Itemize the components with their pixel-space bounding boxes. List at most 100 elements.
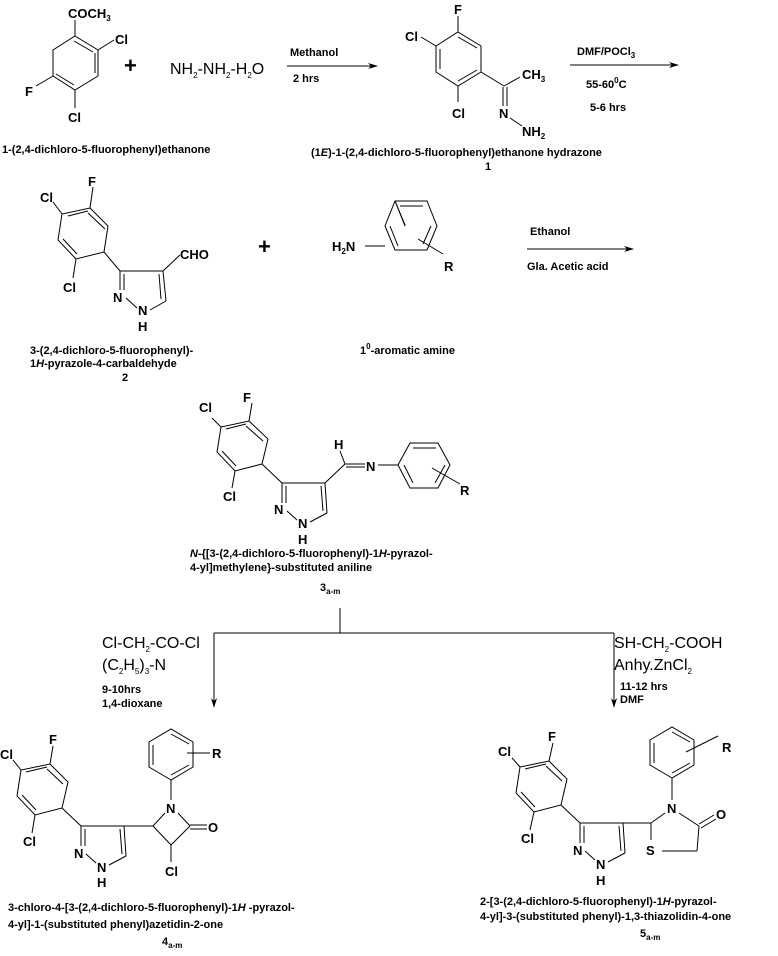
schiff-base-name-line2: 4-yl]methylene}-substituted aniline — [190, 562, 372, 574]
methyl-bond — [503, 76, 521, 87]
amine-name: 10-aromatic amine — [360, 342, 455, 357]
f-bond — [248, 402, 253, 422]
cl-atom-bottom: Cl — [68, 110, 81, 125]
f-atom: F — [243, 390, 251, 405]
nh2-label: NH2 — [522, 124, 546, 141]
acyl-label: COCH3 — [68, 6, 111, 23]
arrow3-solvent: Ethanol — [530, 226, 570, 238]
azetidinone-name-line1: 3-chloro-4-[3-(2,4-dichloro-5-fluorophen… — [8, 902, 295, 914]
pyrazole-n2-atom: N — [573, 843, 582, 858]
imine-c-bond — [324, 463, 346, 484]
thiazolidinone-name-line2: 4-yl]-3-(substituted phenyl)-1,3-thiazol… — [480, 911, 731, 923]
plus-sign-2: + — [258, 234, 271, 259]
compound-number-3: 3a-m — [320, 582, 340, 596]
carbonyl-bond-1 — [698, 814, 715, 825]
f-bond — [89, 186, 94, 209]
methyl-label: CH3 — [522, 67, 546, 84]
f-atom: F — [454, 2, 462, 17]
cl-atom: Cl — [115, 32, 128, 47]
biaryl-bond — [103, 251, 121, 272]
cl-atom-bottom: Cl — [223, 489, 236, 504]
cl-atom: Cl — [405, 29, 418, 44]
pyrazole-aldehyde-name-line1: 3-(2,4-dichloro-5-fluorophenyl)- — [30, 345, 194, 357]
cl-atom: Cl — [498, 744, 511, 759]
compound-number-4: 4a-m — [162, 936, 182, 950]
cl-bond-bottom — [529, 811, 535, 831]
pyrazole-nh-h: H — [298, 532, 307, 547]
azetidinone-structure: F Cl Cl N O Cl R N N H — [0, 728, 222, 890]
f-atom: F — [49, 732, 57, 747]
right-branch-time: 11-12 hrs — [620, 681, 668, 693]
carbonyl-o-atom: O — [208, 820, 218, 835]
thioglycolic-acid-reagent: SH-CH2-COOH — [614, 635, 722, 654]
f-atom: F — [548, 729, 556, 744]
amine-nh2-label: H2N — [332, 239, 355, 256]
pyrazole-nh-h: H — [97, 875, 106, 890]
thiazolidinone-structure: F Cl Cl N O S R N N H — [498, 726, 732, 888]
arrow2-temperature: 55-600C — [586, 76, 627, 91]
f-bond — [35, 75, 54, 87]
pyrazole-ring — [80, 825, 127, 866]
pyrazole-n1-atom: N — [596, 857, 605, 872]
cl-atom-bottom: Cl — [63, 280, 76, 295]
thiazolidine-n-atom: N — [667, 801, 676, 816]
r-group: R — [460, 483, 470, 498]
pyrazole-ring — [119, 270, 167, 311]
r-bond — [685, 735, 719, 753]
pyrazole-n1-atom: N — [138, 303, 147, 318]
cl-bond — [97, 39, 115, 51]
arrow2-time: 5-6 hrs — [590, 102, 626, 114]
arrow2-reagent: DMF/POCl3 — [577, 46, 636, 60]
pyrazole-n1-atom: N — [298, 516, 307, 531]
schiff-base-structure: F Cl Cl H N R N N H — [199, 390, 470, 547]
pyrazole-nh-h: H — [138, 319, 147, 334]
right-branch-solvent: DMF — [620, 694, 644, 706]
cl-atom: Cl — [199, 400, 212, 415]
r-bond — [431, 467, 461, 485]
beta-lactam-ring — [152, 812, 191, 846]
lactam-n-atom: N — [166, 801, 175, 816]
azetidinone-name-line2: 4-yl]-1-(substituted phenyl)azetidin-2-o… — [8, 919, 223, 931]
triethylamine-reagent: (C2H5)3-N — [102, 657, 166, 676]
hydrazone-structure: F Cl Cl CH3 N NH2 — [405, 2, 546, 141]
arrow1-solvent: Methanol — [290, 47, 338, 59]
n-phenyl-ring — [148, 728, 194, 781]
biaryl-bond — [560, 804, 581, 824]
r-group: R — [212, 746, 222, 761]
aromatic-amine-structure: H2N R — [332, 200, 454, 274]
aldehyde-label: CHO — [180, 247, 209, 262]
pyrazole-n2-atom: N — [113, 290, 122, 305]
aryl-c-bond — [480, 71, 505, 87]
benzene-ring — [435, 31, 482, 87]
f-atom: F — [88, 174, 96, 189]
pyrazole-n1-atom: N — [97, 860, 106, 875]
f-bond — [548, 742, 554, 762]
pyrazole-ring — [579, 822, 626, 863]
f-atom: F — [25, 84, 33, 99]
benzene-ring — [52, 35, 99, 91]
cl-bond-bottom — [231, 470, 236, 489]
hydrazine-hydrate-formula: NH2-NH2-H2O — [170, 61, 264, 80]
benzene-ring — [216, 420, 269, 472]
cl-atom: Cl — [0, 747, 13, 762]
cl-atom-bottom: Cl — [23, 834, 36, 849]
starting-ketone-structure: COCH3 Cl F Cl — [25, 6, 128, 125]
imine-h-atom: H — [334, 437, 343, 452]
pyrazole-nh-h: H — [596, 873, 605, 888]
pyrazole-n2-atom: N — [74, 846, 83, 861]
imine-n-atom: N — [366, 459, 375, 474]
n-phenyl-ring — [649, 726, 695, 779]
benzene-ring — [57, 207, 109, 260]
plus-sign: + — [124, 53, 137, 78]
biaryl-bond — [261, 463, 283, 484]
cl-bond — [52, 201, 63, 215]
compound-number-1: 1 — [485, 161, 491, 173]
r-bond — [417, 238, 444, 255]
nn-bond — [509, 117, 523, 127]
left-branch-time: 9-10hrs — [102, 684, 141, 696]
left-branch-solvent: 1,4-dioxane — [102, 698, 163, 710]
aldehyde-bond — [162, 254, 181, 272]
schiff-base-name-line1: N-{[3-(2,4-dichloro-5-fluorophenyl)-1H-p… — [190, 548, 433, 560]
carbonyl-bond-2 — [700, 818, 717, 829]
